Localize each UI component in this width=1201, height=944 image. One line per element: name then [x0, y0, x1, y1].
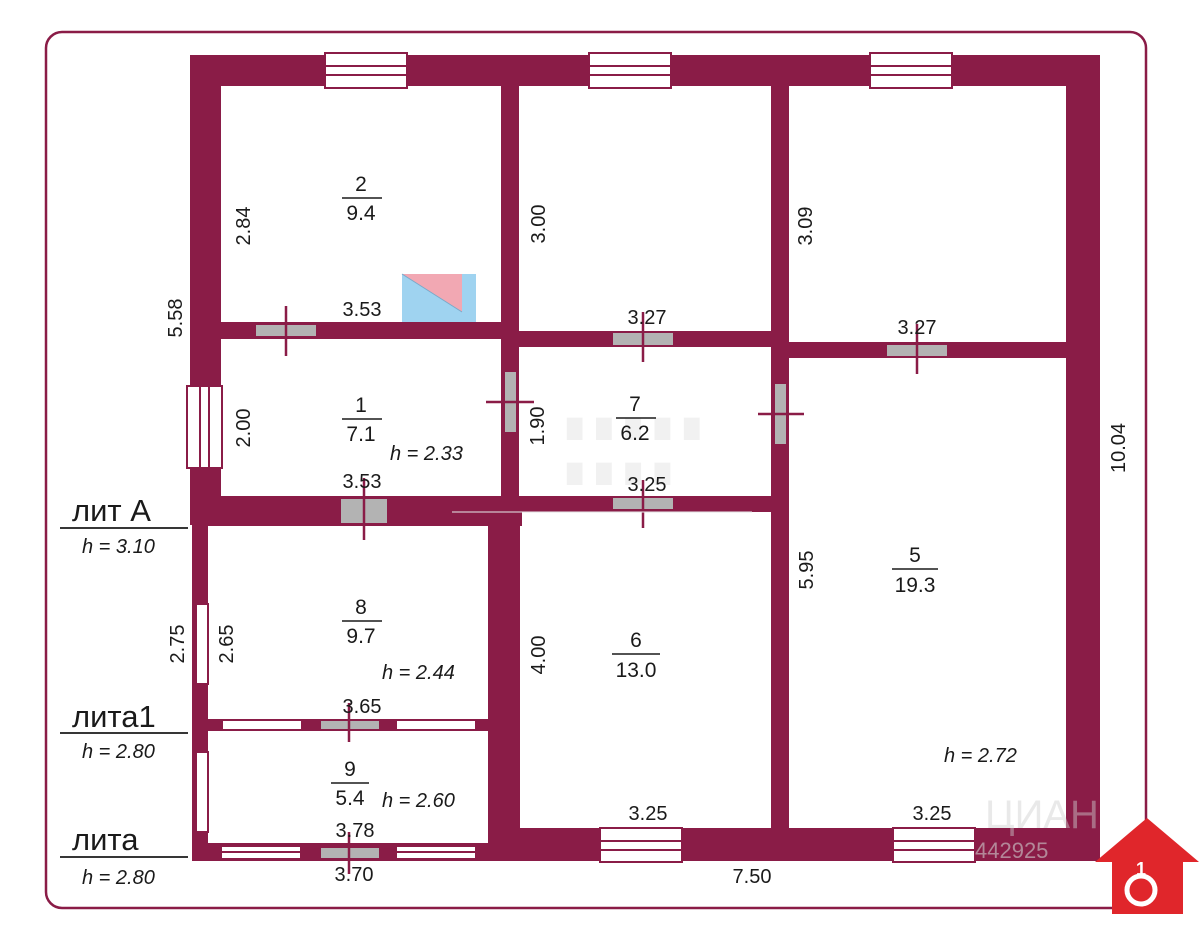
dim-5-95: 5.95: [796, 551, 818, 590]
window-annex-bottom-2: [395, 845, 477, 860]
dim-3-25-mid: 3.25: [628, 474, 667, 496]
svg-text:∎∎∎∎∎: ∎∎∎∎∎: [560, 398, 706, 450]
section-labels: лит А h = 3.10 лита1 h = 2.80 лита h = 2…: [60, 493, 188, 889]
logo-digit: 1: [1136, 859, 1146, 879]
svg-text:∎∎∎∎: ∎∎∎∎: [560, 443, 677, 495]
watermark: ∎∎∎∎∎ ∎∎∎∎ ЦИАН 442925: [452, 398, 1099, 863]
dim-3-53-top: 3.53: [343, 299, 382, 321]
dim-10-04: 10.04: [1108, 423, 1130, 473]
room-5-area: 19.3: [895, 574, 936, 597]
dim-3-53-bottom: 3.53: [343, 471, 382, 493]
window-annex-left-2: [195, 751, 209, 833]
height-room-1: h = 2.33: [390, 443, 463, 465]
section-lit-a1: лита1 h = 2.80: [60, 699, 188, 763]
window-mid-2: [395, 719, 477, 731]
room-8: 8 9.7: [342, 596, 382, 648]
height-labels: h = 2.33 h = 2.44 h = 2.60 h = 2.72: [382, 443, 1017, 812]
dim-1-90: 1.90: [527, 407, 549, 446]
room-6-area: 13.0: [616, 659, 657, 682]
window-mid-1: [221, 719, 303, 731]
window-annex-left-1: [195, 603, 209, 685]
window-top-3: [869, 52, 953, 89]
room-8-number: 8: [355, 596, 367, 619]
dim-4-00: 4.00: [528, 636, 550, 675]
section-lit-a0-name: лита: [72, 822, 139, 857]
room-6-number: 6: [630, 629, 642, 652]
room-1-number: 1: [355, 394, 367, 417]
key-house-logo: 1: [1095, 818, 1199, 914]
room-9: 9 5.4: [331, 758, 369, 810]
dim-3-09: 3.09: [795, 207, 817, 246]
height-room-9: h = 2.60: [382, 790, 455, 812]
section-lit-a-name: лит А: [72, 493, 151, 528]
section-lit-a-height: h = 3.10: [82, 536, 155, 558]
room-5-number: 5: [909, 544, 921, 567]
dim-3-27-right: 3.27: [898, 317, 937, 339]
room-7: 7 6.2: [616, 393, 656, 445]
room-1-area: 7.1: [346, 423, 375, 446]
dim-2-75: 2.75: [167, 625, 189, 664]
dim-7-50: 7.50: [733, 866, 772, 888]
section-lit-a0-height: h = 2.80: [82, 867, 155, 889]
dimension-labels: 2.84 3.00 3.09 5.58 3.53 3.27 3.27 2.00 …: [165, 205, 1130, 888]
room-9-number: 9: [344, 758, 356, 781]
room-7-area: 6.2: [620, 422, 649, 445]
room-5: 5 19.3: [892, 544, 938, 597]
plan-frame: [44, 30, 1148, 910]
window-bottom-2: [892, 827, 976, 863]
room-labels: 2 9.4 1 7.1 7 6.2 5 19.3 8 9.7 6 13.0: [331, 173, 938, 810]
dim-3-70: 3.70: [335, 864, 374, 886]
room-2: 2 9.4: [342, 173, 382, 225]
dim-3-25-bottom: 3.25: [629, 803, 668, 825]
room-9-area: 5.4: [335, 787, 365, 810]
door-marks: [284, 306, 919, 874]
window-top-1: [324, 52, 408, 89]
windows: [186, 52, 976, 863]
dim-3-65: 3.65: [343, 696, 382, 718]
room-2-number: 2: [355, 173, 367, 196]
window-bottom-1: [599, 827, 683, 863]
height-room-5: h = 2.72: [944, 745, 1017, 767]
dim-3-78: 3.78: [336, 820, 375, 842]
room-2-area: 9.4: [346, 202, 376, 225]
dim-2-00: 2.00: [233, 409, 255, 448]
room-8-area: 9.7: [346, 625, 375, 648]
room-6: 6 13.0: [612, 629, 660, 682]
dim-3-00: 3.00: [528, 205, 550, 244]
dim-2-65: 2.65: [216, 625, 238, 664]
window-annex-bottom-1: [220, 845, 302, 860]
dim-2-84: 2.84: [233, 207, 255, 246]
dim-3-25-right: 3.25: [913, 803, 952, 825]
window-top-2: [588, 52, 672, 89]
room-1: 1 7.1: [342, 394, 382, 446]
color-sticker: [401, 273, 476, 322]
dim-3-27-mid: 3.27: [628, 307, 667, 329]
section-lit-a1-height: h = 2.80: [82, 741, 155, 763]
room-7-number: 7: [629, 393, 641, 416]
watermark-brand: ЦИАН: [985, 793, 1099, 837]
height-room-8: h = 2.44: [382, 662, 455, 684]
section-lit-a: лит А h = 3.10: [60, 493, 188, 558]
section-lit-a1-name: лита1: [72, 699, 156, 734]
dim-5-58: 5.58: [165, 299, 187, 338]
watermark-phone: 442925: [975, 838, 1048, 863]
window-left-1: [186, 385, 223, 469]
section-lit-a0: лита h = 2.80: [60, 822, 188, 889]
